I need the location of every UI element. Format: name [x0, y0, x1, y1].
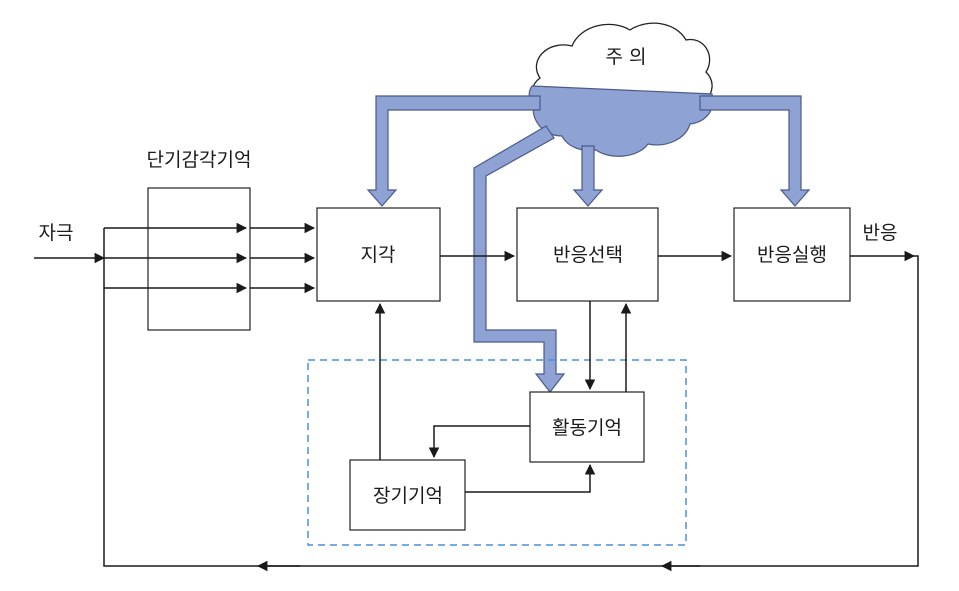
attention-cloud: 주 의 [528, 22, 714, 157]
attention-to-perception-arrow [366, 95, 541, 207]
attention-to-selection-arrow [572, 145, 604, 207]
long-term-memory-label: 장기기억 [373, 485, 443, 507]
working-memory-box [529, 391, 645, 463]
long-term-memory-box [349, 459, 466, 531]
attention-to-execution-arrow [699, 95, 811, 207]
long-term-to-working-arrow [465, 463, 596, 493]
attention-to-working-memory-arrow [473, 125, 566, 393]
response-execution-label: 반응실행 [757, 244, 827, 266]
sensory-input-lines [103, 222, 316, 294]
memory-group-border [307, 359, 687, 546]
stimulus-label: 자극 [39, 222, 74, 244]
response-selection-label: 반응선택 [553, 244, 623, 266]
perception-label: 지각 [361, 244, 396, 266]
sensory-memory-box [147, 187, 251, 331]
attention-flows [366, 95, 811, 393]
response-label: 반응 [863, 222, 898, 244]
sensory-memory-label: 단기감각기억 [147, 149, 252, 171]
feedback-loop [103, 255, 919, 572]
perception-box [316, 207, 441, 302]
working-to-long-term-arrow [428, 425, 530, 459]
response-execution-box [733, 207, 851, 302]
response-selection-box [516, 207, 659, 302]
working-memory-label: 활동기억 [552, 417, 622, 439]
attention-label: 주 의 [606, 46, 647, 68]
